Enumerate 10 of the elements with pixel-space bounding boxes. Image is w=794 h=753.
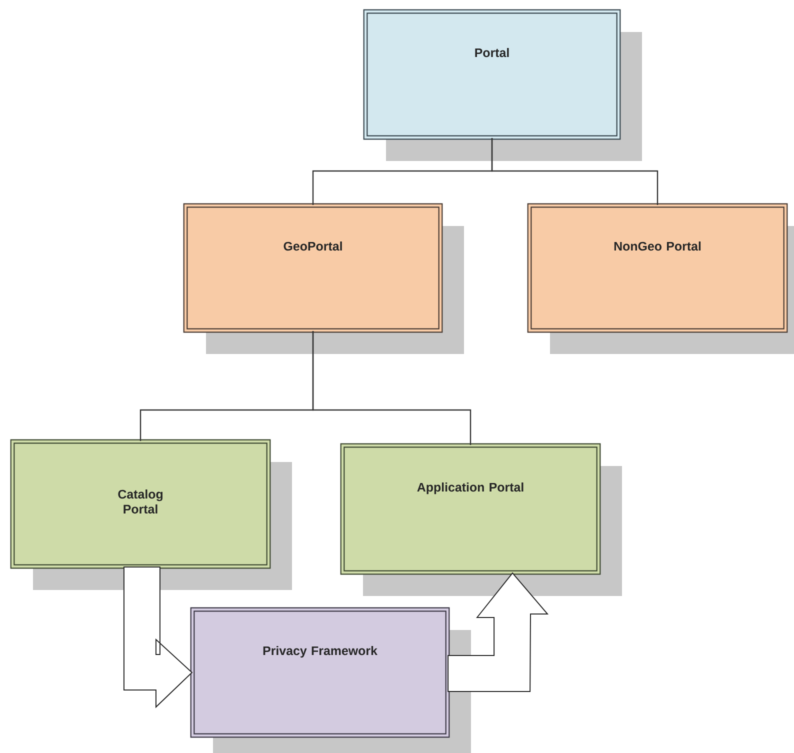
connector-line [312, 331, 472, 445]
box: Catalog Portal [10, 439, 292, 590]
connector-line [491, 138, 658, 205]
box: GeoPortal [183, 203, 464, 354]
box: Portal [363, 9, 642, 161]
box: Privacy Framework [190, 607, 471, 753]
block-arrow [123, 566, 193, 708]
block-arrow [448, 572, 549, 692]
box: Application Portal [340, 443, 622, 596]
box: NonGeo Portal [527, 203, 794, 354]
